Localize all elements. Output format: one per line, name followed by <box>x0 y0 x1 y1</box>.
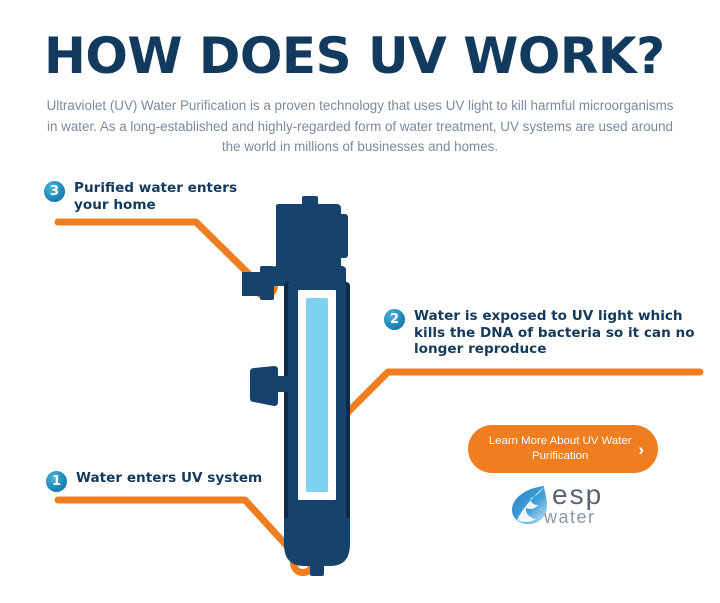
esp-water-logo[interactable]: esp water <box>508 478 624 530</box>
device-top-nub <box>302 196 318 206</box>
callout-step-3: 3 Purified water enters your home <box>44 180 249 213</box>
device-upper-inlet-collar <box>260 266 274 300</box>
step-label-3: Purified water enters your home <box>74 180 238 213</box>
water-droplet-icon <box>512 486 547 524</box>
leader-line-step-1 <box>54 496 301 561</box>
device-bottom-nozzle <box>310 558 324 576</box>
device-neck <box>272 266 346 286</box>
step-number-badge-2: 2 <box>384 309 405 330</box>
device-head-side-tab <box>336 214 348 258</box>
device-lower-outlet-port <box>250 366 278 406</box>
step-label-2: Water is exposed to UV light which kills… <box>414 308 695 357</box>
logo-subtitle: water <box>544 506 596 527</box>
logo-wordmark: esp water <box>544 478 604 527</box>
device-controller-head <box>276 204 341 272</box>
logo-name: esp <box>552 478 604 510</box>
leader-line-step-3 <box>54 218 262 287</box>
learn-more-button-label: Learn More About UV Water Purification <box>488 435 632 462</box>
uv-system-illustration <box>242 196 350 576</box>
chevron-right-icon: › <box>638 439 644 459</box>
step-number-badge-1: 1 <box>46 471 67 492</box>
intro-paragraph: Ultraviolet (UV) Water Purification is a… <box>46 98 674 154</box>
device-base <box>284 518 350 566</box>
step-number-badge-3: 3 <box>44 181 65 202</box>
step-label-1: Water enters UV system <box>76 470 263 486</box>
page-title: HOW DOES UV WORK? <box>44 27 665 85</box>
learn-more-button[interactable]: Learn More About UV Water Purification › <box>468 425 658 473</box>
callout-step-2: 2 Water is exposed to UV light which kil… <box>384 308 699 358</box>
callout-step-1: 1 Water enters UV system <box>46 470 276 492</box>
device-lower-outlet-collar <box>276 376 290 392</box>
uv-lamp-tube <box>306 298 328 492</box>
